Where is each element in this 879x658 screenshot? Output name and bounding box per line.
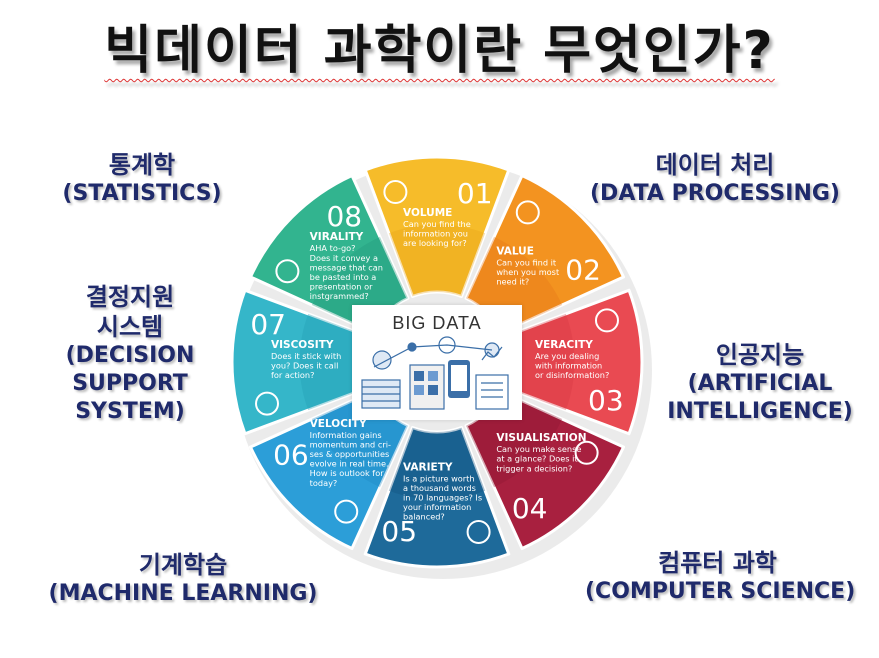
- label-decision-support-system: 결정지원 시스템 (DECISION SUPPORT SYSTEM): [65, 283, 195, 424]
- petal-description-line: or disinformation?: [535, 370, 609, 380]
- petal-description-line: balanced?: [403, 512, 445, 522]
- petal-description-line: in 70 languages? Is: [403, 492, 482, 502]
- petal-description-line: for action?: [271, 370, 314, 380]
- petal-description-line: Can you find the: [403, 219, 471, 229]
- petal-description-line: information you: [403, 228, 468, 238]
- people-icon: [594, 308, 619, 333]
- petal-shade: [388, 427, 486, 500]
- label-machine-learning: 기계학습 (MACHINE LEARNING): [48, 551, 318, 606]
- petal-number: 03: [588, 384, 624, 417]
- petal-description-line: Are you dealing: [535, 351, 599, 361]
- label-data-processing: 데이터 처리 (DATA PROCESSING): [590, 151, 840, 206]
- label-statistics: 통계학 (STATISTICS): [62, 151, 222, 206]
- petal-description-line: need it?: [496, 277, 529, 287]
- petal-description-line: are looking for?: [403, 238, 467, 248]
- petal-description-line: when you most: [496, 267, 560, 277]
- petal-number: 02: [565, 253, 601, 286]
- petal-description-line: Information gains: [310, 430, 382, 440]
- petal-description-line: you? Does it call: [271, 360, 338, 370]
- petal-description-line: evolve in real time.: [310, 459, 389, 469]
- petal-description-line: message that can: [310, 262, 383, 272]
- handshake-icon: [255, 391, 280, 416]
- petal-number: 04: [512, 492, 548, 525]
- petal-title: VOLUME: [403, 207, 452, 219]
- page-title: 빅데이터 과학이란 무엇인가?: [104, 21, 775, 81]
- petal-description-line: your information: [403, 502, 471, 512]
- cycle-icon: [466, 519, 491, 544]
- petal-title: VELOCITY: [310, 418, 367, 430]
- petal-description-line: Does it convey a: [310, 253, 378, 263]
- petal-description-line: with information: [535, 360, 602, 370]
- petal-number: 05: [381, 515, 417, 548]
- petal-description-line: trigger a decision?: [496, 463, 572, 473]
- petal-title: VIRALITY: [310, 231, 364, 243]
- petal-title: VISUALISATION: [496, 432, 586, 444]
- petal-description-line: How is outlook for: [310, 468, 385, 478]
- petal-number: 06: [273, 439, 309, 472]
- petal-title: VERACITY: [535, 339, 593, 351]
- bar-chart-icon: [275, 259, 300, 284]
- label-artificial-intelligence: 인공지능 (ARTIFICIAL INTELLIGENCE): [667, 341, 853, 424]
- petal-title: VISCOSITY: [271, 339, 334, 351]
- petal-shape: [363, 155, 511, 298]
- petal-description-line: at a glance? Does it: [496, 454, 578, 464]
- petal-description-line: momentum and cri-: [310, 439, 391, 449]
- petal-number: 01: [457, 177, 493, 210]
- petal-shape: [363, 426, 511, 569]
- pie-chart-icon: [574, 440, 599, 465]
- petal-number: 07: [250, 308, 286, 341]
- petal-description-line: presentation or: [310, 282, 373, 292]
- petal-title: VALUE: [496, 245, 534, 257]
- label-computer-science: 컴퓨터 과학 (COMPUTER SCIENCE): [585, 549, 856, 604]
- center-title: BIG DATA: [392, 313, 482, 333]
- petal-description-line: Can you find it: [496, 257, 557, 267]
- petal-description-line: today?: [310, 478, 338, 488]
- lightbulb-icon: [383, 180, 408, 205]
- petal-description-line: Is a picture worth: [403, 473, 475, 483]
- center-panel: BIG DATA: [352, 305, 522, 420]
- envelope-icon: [515, 200, 540, 225]
- dollar-icon: [334, 499, 359, 524]
- petal-title: VARIETY: [403, 461, 453, 473]
- petal-description-line: AHA to-go?: [310, 243, 356, 253]
- petal-shade: [388, 224, 486, 297]
- petal-description-line: instgrammed?: [310, 291, 369, 301]
- petal-description-line: a thousand words: [403, 483, 476, 493]
- petal-description-line: Does it stick with: [271, 351, 341, 361]
- big-data-illustration: [361, 336, 509, 410]
- petal-description-line: ses & opportunities: [310, 449, 390, 459]
- petal-description-line: be pasted into a: [310, 272, 377, 282]
- petal-description-line: Can you make sense: [496, 444, 581, 454]
- petal-number: 08: [326, 200, 362, 233]
